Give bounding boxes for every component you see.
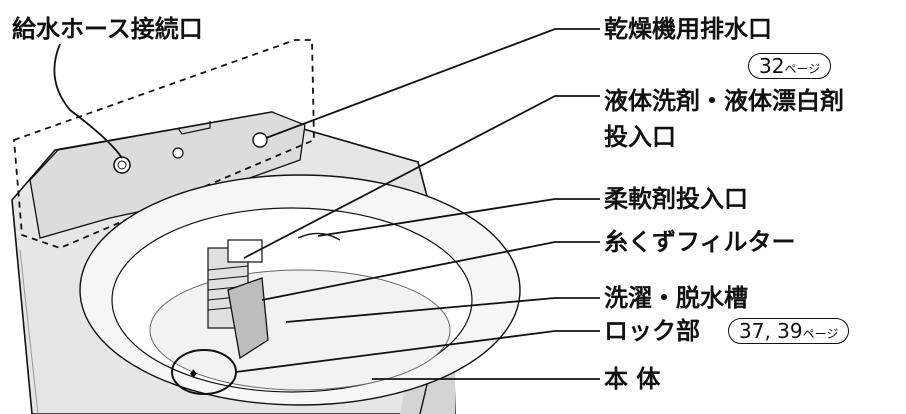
label-detergent-inlet-line2: 投入口: [604, 123, 676, 151]
water-inlet-fitting: [113, 156, 131, 174]
label-water-hose-inlet: 給水ホース接続口: [12, 15, 203, 43]
label-detergent-inlet-line1: 液体洗剤・液体漂白剤: [604, 87, 844, 115]
top-rear-panel: [29, 111, 306, 239]
page-ref-dryer-drain-unit: ページ: [784, 62, 821, 76]
leader-dryer-drain: [265, 28, 600, 139]
page-ref-dryer-drain: 32ページ: [748, 53, 832, 79]
label-lint-filter: 糸くずフィルター: [604, 228, 796, 256]
page-ref-dryer-drain-num: 32: [759, 54, 785, 78]
label-softener-inlet: 柔軟剤投入口: [604, 185, 748, 213]
page-ref-lock-num: 37, 39: [739, 319, 803, 343]
label-wash-tub: 洗濯・脱水槽: [604, 284, 748, 312]
dryer-drain-hole: [252, 132, 268, 148]
leader-wash-tub: [285, 297, 600, 323]
page-ref-lock-unit: ページ: [802, 327, 839, 341]
page-ref-lock: 37, 39ページ: [728, 318, 850, 344]
svg-text:♦: ♦: [188, 367, 199, 381]
leader-water-inlet: [53, 43, 123, 159]
leader-softener: [317, 198, 600, 237]
label-lock-part: ロック部: [604, 317, 700, 345]
dashed-area: [13, 39, 315, 249]
lint-filter-shape: [227, 277, 269, 360]
leader-lock: [235, 330, 600, 373]
label-body: 本 体: [604, 365, 661, 393]
leader-detergent: [243, 95, 600, 259]
label-dryer-drain-outlet: 乾燥機用排水口: [604, 15, 772, 43]
leader-lint-filter: [261, 241, 600, 301]
